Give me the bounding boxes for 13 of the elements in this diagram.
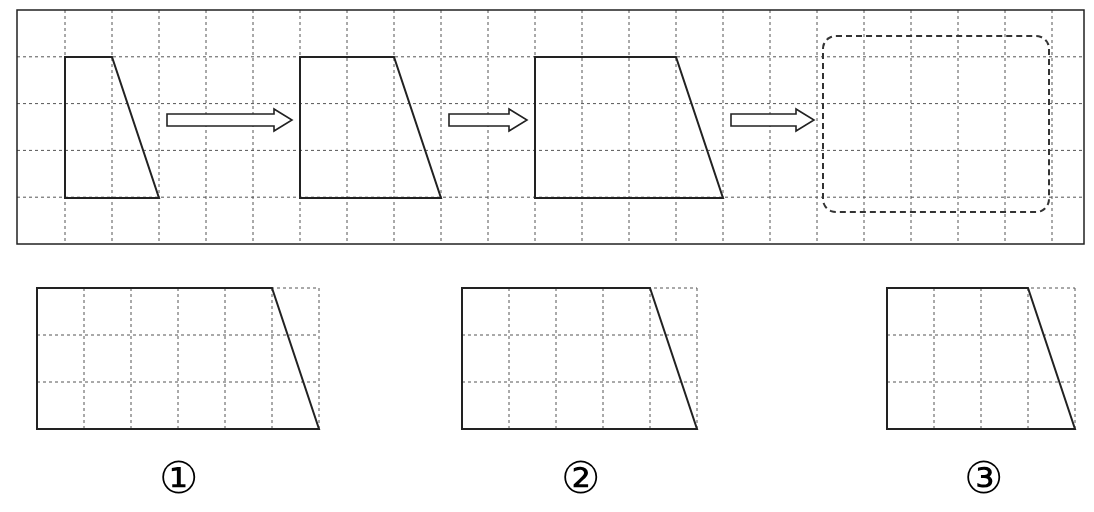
trapezoid-shape <box>462 288 697 429</box>
option-number: ③ <box>962 457 1004 501</box>
trapezoid-shape <box>65 57 159 198</box>
answer-box <box>822 35 1050 213</box>
arrow <box>448 107 529 133</box>
trapezoid-shape <box>37 288 319 429</box>
option-number: ① <box>157 457 199 501</box>
trapezoid-shape <box>535 57 723 198</box>
arrow <box>166 107 294 133</box>
trapezoid-shape <box>300 57 441 198</box>
option-number: ② <box>559 457 601 501</box>
arrow <box>730 107 816 133</box>
trapezoid-shape <box>887 288 1075 429</box>
